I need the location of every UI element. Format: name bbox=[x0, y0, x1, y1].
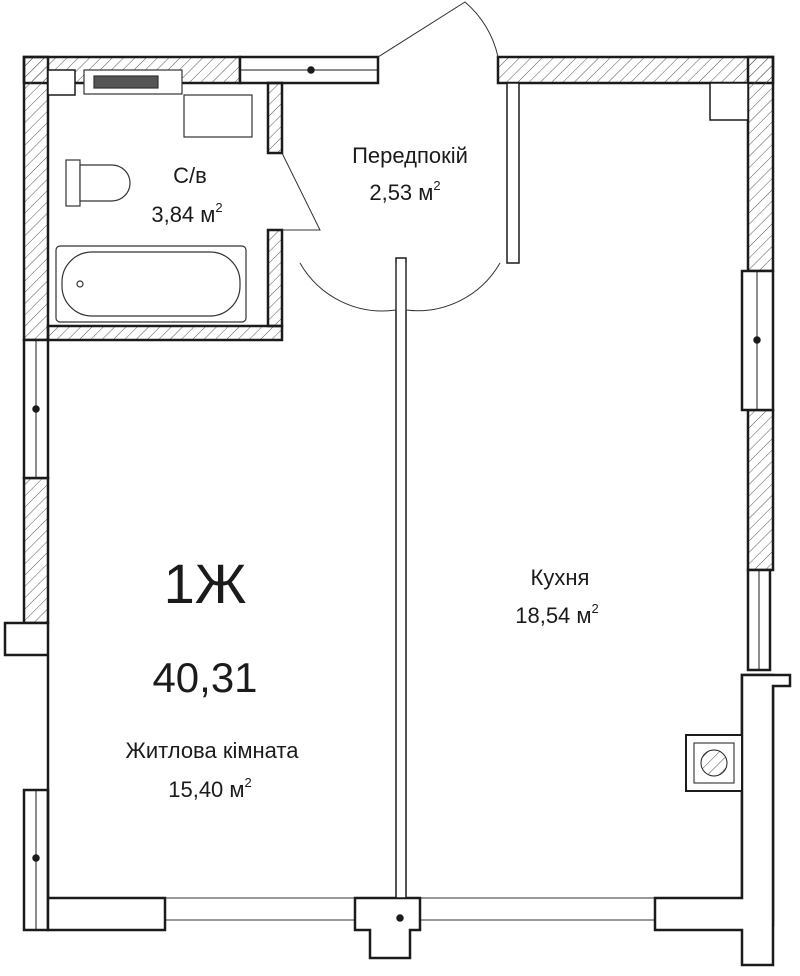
pier-left bbox=[3, 621, 167, 932]
living-door bbox=[299, 262, 397, 312]
exterior-walls bbox=[22, 55, 775, 625]
hall-partition bbox=[506, 82, 520, 264]
kitchen-door bbox=[405, 262, 501, 312]
hallway-name: Передпокій bbox=[352, 143, 468, 168]
niche-kitchen bbox=[709, 82, 749, 121]
kitchen-area-text: 18,54 м2 bbox=[515, 601, 599, 628]
partition-center bbox=[395, 257, 407, 899]
bathroom-area: 3,84 м bbox=[151, 202, 215, 227]
hallway-area: 2,53 м bbox=[369, 180, 433, 205]
kitchen-name: Кухня bbox=[531, 565, 590, 590]
heater-core bbox=[93, 75, 159, 89]
hallway-area-sup: 2 bbox=[433, 178, 440, 193]
labels: С/в 3,84 м2 Передпокій 2,53 м2 Кухня 18,… bbox=[126, 143, 599, 802]
bathroom-fixtures bbox=[55, 69, 253, 323]
bottom-piers bbox=[3, 621, 792, 967]
wall-right-middle bbox=[746, 408, 775, 572]
apartment-total-area: 40,31 bbox=[152, 654, 257, 701]
hall-wall-right bbox=[506, 82, 520, 264]
bathroom-wall-bottom bbox=[46, 324, 284, 342]
wall-right-upper bbox=[746, 55, 775, 273]
bathroom-name: С/в bbox=[173, 163, 207, 188]
living-area: 15,40 м bbox=[168, 777, 244, 802]
vent-pipe bbox=[700, 749, 728, 777]
doors bbox=[281, 1, 501, 312]
wall-left-upper bbox=[22, 55, 50, 342]
bathtub-drain bbox=[76, 280, 84, 288]
bathroom-area-sup: 2 bbox=[215, 200, 222, 215]
pier-center bbox=[353, 896, 422, 960]
wall-left-middle bbox=[22, 476, 50, 625]
toilet-bowl bbox=[79, 164, 131, 202]
wall-top-right bbox=[496, 55, 775, 85]
partition-living-kitchen bbox=[395, 257, 407, 899]
niches bbox=[47, 69, 749, 121]
bathroom-door bbox=[281, 152, 321, 231]
bathroom-wall-right-lower bbox=[266, 228, 284, 328]
sink bbox=[183, 94, 253, 138]
pier-right bbox=[653, 673, 792, 967]
kitchen-area-sup: 2 bbox=[592, 601, 599, 616]
vent-shaft bbox=[685, 734, 743, 792]
hallway-area-text: 2,53 м2 bbox=[369, 178, 440, 205]
interior-walls bbox=[46, 81, 284, 342]
apartment-type: 1Ж bbox=[164, 552, 247, 615]
bathtub-basin bbox=[61, 251, 241, 317]
kitchen-area: 18,54 м bbox=[515, 603, 591, 628]
niche-bathroom bbox=[47, 69, 76, 96]
bathroom-wall-right-upper bbox=[266, 81, 284, 155]
living-area-text: 15,40 м2 bbox=[168, 775, 252, 802]
toilet-tank bbox=[65, 159, 81, 207]
living-area-sup: 2 bbox=[245, 775, 252, 790]
bathroom-area-text: 3,84 м2 bbox=[151, 200, 222, 227]
living-name: Житлова кімната bbox=[126, 738, 300, 763]
entrance-door bbox=[377, 1, 499, 58]
bottom-glazing bbox=[165, 897, 655, 921]
